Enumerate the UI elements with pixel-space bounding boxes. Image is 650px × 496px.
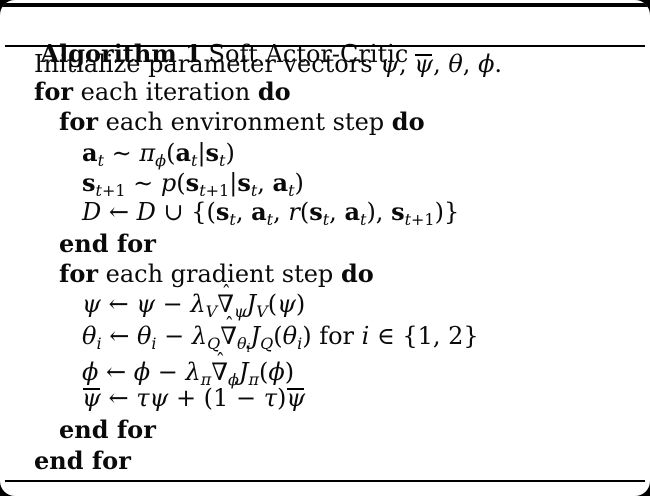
bar-symbol: ψ — [82, 384, 101, 412]
algo-line-sample-action: at ∼ πϕ(at|st) — [82, 138, 235, 170]
top-rule — [0, 3, 650, 7]
algo-line-end-for-gradient: end for — [59, 415, 156, 444]
bottom-rule — [5, 480, 645, 482]
algo-line-for-environment-step: for each environment step do — [59, 107, 425, 136]
algo-line-replay-buffer: D ← D ∪ {(st, at, r(st, at), st+1)} — [82, 197, 460, 229]
bar-symbol: ψ — [286, 384, 306, 412]
algo-line-psi-bar-update: ψ ← τψ + (1 − τ)ψ — [82, 384, 306, 412]
algo-line-initialize: Initialize parameter vectors ψ, ψ, θ, ϕ. — [34, 50, 503, 78]
algo-line-end-for-iteration: end for — [34, 446, 131, 475]
bar-symbol: ψ — [414, 50, 434, 78]
caption-separator-rule — [5, 44, 645, 47]
nabla-hat-symbol: ˆ∇ — [220, 314, 238, 351]
algo-line-for-gradient-step: for each gradient step do — [59, 259, 374, 288]
algorithm-number-label: Algorithm 1 — [40, 39, 202, 68]
algo-line-for-iteration: for each iteration do — [34, 77, 291, 106]
algo-line-sample-transition: st+1 ∼ p(st+1|st, at) — [82, 168, 304, 200]
nabla-hat-symbol: ˆ∇ — [217, 282, 234, 319]
algo-line-end-for-environment: end for — [59, 229, 156, 258]
nabla-hat-symbol: ˆ∇ — [211, 350, 228, 387]
